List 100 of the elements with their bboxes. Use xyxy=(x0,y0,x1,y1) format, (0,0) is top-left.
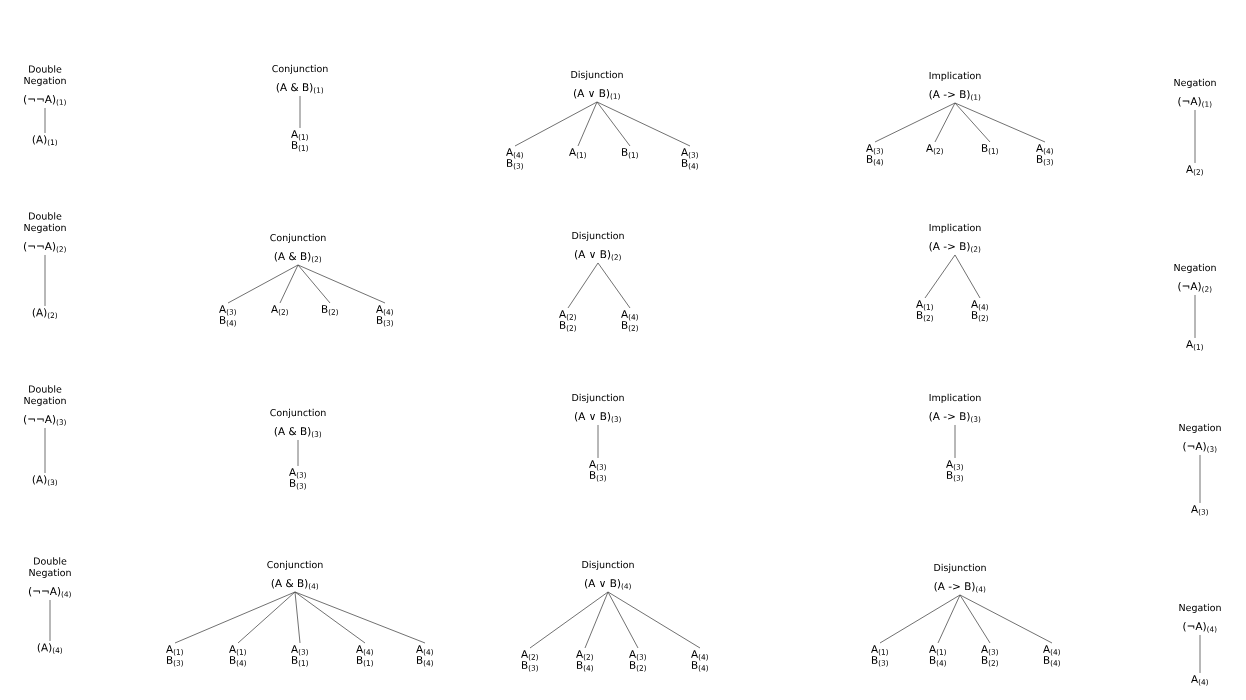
root-formula: Conjunction (A & B)$_{(1)}$ xyxy=(272,64,328,94)
branch-formula: A$_{(3)}$ xyxy=(1191,505,1208,516)
branch-line xyxy=(954,254,981,299)
branch-line xyxy=(514,101,598,147)
branch-line xyxy=(1199,454,1201,504)
branch-line xyxy=(584,591,609,649)
branch-formula: A$_{(2)}$ B$_{(4)}$ xyxy=(576,650,593,672)
branch-line xyxy=(954,102,991,143)
branch-line xyxy=(44,107,46,134)
branch-formula: A$_{(4)}$ B$_{(3)}$ xyxy=(1036,144,1053,166)
branch-line xyxy=(297,264,331,304)
branch-line xyxy=(596,101,691,147)
branch-formula: (A)$_{(1)}$ xyxy=(32,135,58,146)
root-formula: Double Negation (¬¬A)$_{(1)}$ xyxy=(23,65,66,106)
branch-line xyxy=(299,95,301,129)
branch-line xyxy=(959,594,1053,644)
branch-line xyxy=(227,264,299,304)
branch-line xyxy=(874,102,956,143)
branch-line xyxy=(279,264,299,304)
root-formula: Implication (A -> B)$_{(2)}$ xyxy=(929,223,981,253)
branch-formula: A$_{(2)}$ B$_{(3)}$ xyxy=(521,650,538,672)
branch-line xyxy=(954,424,956,459)
branch-formula: A$_{(1)}$ B$_{(1)}$ xyxy=(291,130,308,152)
branch-line xyxy=(294,591,366,644)
branch-formula: A$_{(1)}$ B$_{(4)}$ xyxy=(229,645,246,667)
branch-line xyxy=(954,102,1046,143)
branch-formula: A$_{(4)}$ B$_{(3)}$ xyxy=(376,305,393,327)
branch-line xyxy=(577,101,598,147)
branch-line xyxy=(529,591,609,649)
root-formula: Negation (¬A)$_{(3)}$ xyxy=(1179,423,1221,453)
branch-formula: A$_{(3)}$ B$_{(3)}$ xyxy=(589,460,606,482)
branch-formula: A$_{(4)}$ xyxy=(1191,675,1208,686)
branch-formula: A$_{(1)}$ xyxy=(1186,340,1203,351)
root-formula: Conjunction (A & B)$_{(2)}$ xyxy=(270,233,326,263)
branch-line xyxy=(297,264,386,304)
branch-formula: (A)$_{(3)}$ xyxy=(32,475,58,486)
branch-formula: A$_{(4)}$ B$_{(2)}$ xyxy=(971,300,988,322)
branch-formula: A$_{(3)}$ B$_{(3)}$ xyxy=(946,460,963,482)
branch-line xyxy=(1194,294,1196,339)
branch-line xyxy=(294,591,426,644)
root-formula: Double Negation (¬¬A)$_{(4)}$ xyxy=(28,557,71,598)
branch-line xyxy=(1194,109,1196,164)
branch-formula: A$_{(4)}$ B$_{(2)}$ xyxy=(621,310,638,332)
branch-line xyxy=(924,254,956,299)
branch-line xyxy=(934,102,956,143)
branch-formula: B$_{(2)}$ xyxy=(322,305,338,316)
root-formula: Disjunction (A -> B)$_{(4)}$ xyxy=(934,563,986,593)
root-formula: Double Negation (¬¬A)$_{(3)}$ xyxy=(23,385,66,426)
root-formula: Double Negation (¬¬A)$_{(2)}$ xyxy=(23,212,66,253)
branch-formula: B$_{(1)}$ xyxy=(622,148,638,159)
branch-formula: A$_{(2)}$ xyxy=(1186,165,1203,176)
branch-line xyxy=(597,262,631,309)
branch-line xyxy=(959,594,991,644)
branch-formula: A$_{(3)}$ B$_{(2)}$ xyxy=(629,650,646,672)
branch-formula: A$_{(1)}$ B$_{(4)}$ xyxy=(929,645,946,667)
branch-formula: B$_{(1)}$ xyxy=(982,144,998,155)
branch-line xyxy=(174,591,296,644)
branch-formula: A$_{(4)}$ B$_{(4)}$ xyxy=(1043,645,1060,667)
root-formula: Conjunction (A & B)$_{(4)}$ xyxy=(267,560,323,590)
branch-formula: A$_{(4)}$ B$_{(1)}$ xyxy=(356,645,373,667)
branch-formula: A$_{(1)}$ B$_{(2)}$ xyxy=(916,300,933,322)
branch-line xyxy=(297,439,299,467)
branch-formula: A$_{(3)}$ B$_{(4)}$ xyxy=(866,144,883,166)
branch-formula: A$_{(4)}$ B$_{(4)}$ xyxy=(416,645,433,667)
root-formula: Disjunction (A ∨ B)$_{(1)}$ xyxy=(571,70,623,100)
branch-line xyxy=(607,591,639,649)
branch-line xyxy=(937,594,961,644)
branch-formula: (A)$_{(2)}$ xyxy=(32,308,58,319)
root-formula: Disjunction (A ∨ B)$_{(4)}$ xyxy=(582,560,634,590)
branch-line xyxy=(597,424,599,459)
root-formula: Negation (¬A)$_{(1)}$ xyxy=(1174,78,1216,108)
branch-formula: A$_{(3)}$ B$_{(2)}$ xyxy=(981,645,998,667)
root-formula: Implication (A -> B)$_{(1)}$ xyxy=(929,71,981,101)
branch-formula: A$_{(1)}$ xyxy=(569,148,586,159)
branch-line xyxy=(567,262,599,309)
branch-line xyxy=(237,591,296,644)
branch-line xyxy=(294,591,301,644)
root-formula: Negation (¬A)$_{(4)}$ xyxy=(1179,603,1221,633)
root-formula: Disjunction (A ∨ B)$_{(2)}$ xyxy=(572,231,624,261)
branch-formula: A$_{(1)}$ B$_{(3)}$ xyxy=(166,645,183,667)
branch-formula: A$_{(2)}$ xyxy=(926,144,943,155)
root-formula: Disjunction (A ∨ B)$_{(3)}$ xyxy=(572,393,624,423)
branch-line xyxy=(1199,634,1201,674)
branch-line xyxy=(49,599,51,642)
branch-formula: A$_{(2)}$ B$_{(2)}$ xyxy=(559,310,576,332)
root-formula: Negation (¬A)$_{(2)}$ xyxy=(1174,263,1216,293)
root-formula: Implication (A -> B)$_{(3)}$ xyxy=(929,393,981,423)
branch-line xyxy=(879,594,961,644)
branch-formula: A$_{(4)}$ B$_{(4)}$ xyxy=(691,650,708,672)
branch-line xyxy=(44,427,46,474)
branch-line xyxy=(607,591,701,649)
branch-formula: A$_{(3)}$ B$_{(4)}$ xyxy=(219,305,236,327)
branch-formula: A$_{(1)}$ B$_{(3)}$ xyxy=(871,645,888,667)
branch-formula: A$_{(3)}$ B$_{(1)}$ xyxy=(291,645,308,667)
branch-formula: (A)$_{(4)}$ xyxy=(37,643,63,654)
branch-formula: A$_{(2)}$ xyxy=(271,305,288,316)
root-formula: Conjunction (A & B)$_{(3)}$ xyxy=(270,408,326,438)
branch-formula: A$_{(3)}$ B$_{(3)}$ xyxy=(289,468,306,490)
branch-formula: A$_{(3)}$ B$_{(4)}$ xyxy=(681,148,698,170)
branch-formula: A$_{(4)}$ B$_{(3)}$ xyxy=(506,148,523,170)
